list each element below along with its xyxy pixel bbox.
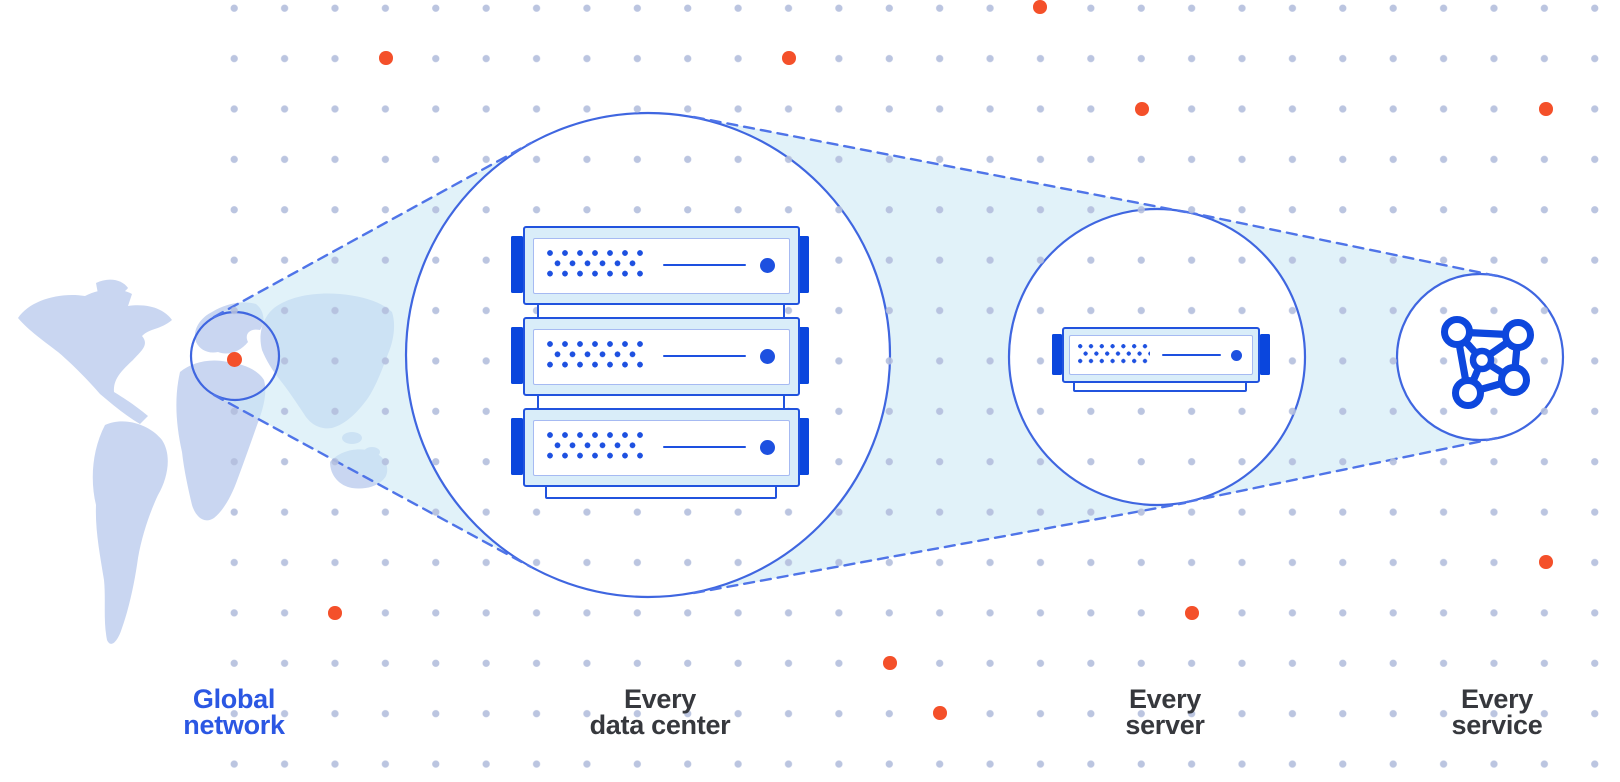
label-line: Every xyxy=(1128,684,1202,714)
label-global-network: Global network xyxy=(104,684,364,740)
server-led-icon xyxy=(760,348,775,364)
server-led-icon xyxy=(760,439,775,455)
graph-node-icon xyxy=(1441,316,1473,348)
map-africa xyxy=(176,360,266,521)
graph-node-icon xyxy=(1502,319,1534,351)
graph-node-icon xyxy=(1498,364,1530,396)
label-line: server xyxy=(1125,710,1205,740)
label-every-service: Every service xyxy=(1367,684,1620,740)
label-line: Every xyxy=(623,684,697,714)
server-slot-line xyxy=(662,354,746,358)
label-every-data-center: Every data center xyxy=(530,684,790,740)
map-north-america xyxy=(18,289,172,424)
network-graph-icon xyxy=(1441,316,1534,409)
server-led-icon xyxy=(1231,349,1242,361)
server-tab-right xyxy=(1260,334,1270,375)
server-led-icon xyxy=(760,257,775,273)
server-unit-2 xyxy=(523,317,800,396)
label-line: data center xyxy=(589,710,731,740)
server-slot-line xyxy=(1162,354,1221,357)
server-vents-icon xyxy=(546,431,644,460)
map-greenland xyxy=(96,279,128,296)
server-vents-icon xyxy=(546,340,644,369)
label-line: service xyxy=(1451,710,1543,740)
server-unit-3 xyxy=(523,408,800,487)
label-line: network xyxy=(183,710,285,740)
server-slot-line xyxy=(662,445,746,449)
server-tab-left xyxy=(511,236,523,293)
server-tab-left xyxy=(511,327,523,384)
label-every-server: Every server xyxy=(1035,684,1295,740)
server-unit-1 xyxy=(523,226,800,305)
server-slot-line xyxy=(662,263,746,267)
server-vents-icon xyxy=(546,249,644,278)
server-unit-single xyxy=(1062,327,1260,383)
label-line: Global xyxy=(192,684,276,714)
map-south-america xyxy=(92,421,168,644)
server-tab-left xyxy=(511,418,523,475)
server-vents-icon xyxy=(1078,344,1150,366)
server-tab-left xyxy=(1052,334,1062,375)
graph-node-icon xyxy=(1452,377,1484,409)
label-line: Every xyxy=(1460,684,1534,714)
graph-center-node-icon xyxy=(1469,347,1495,373)
